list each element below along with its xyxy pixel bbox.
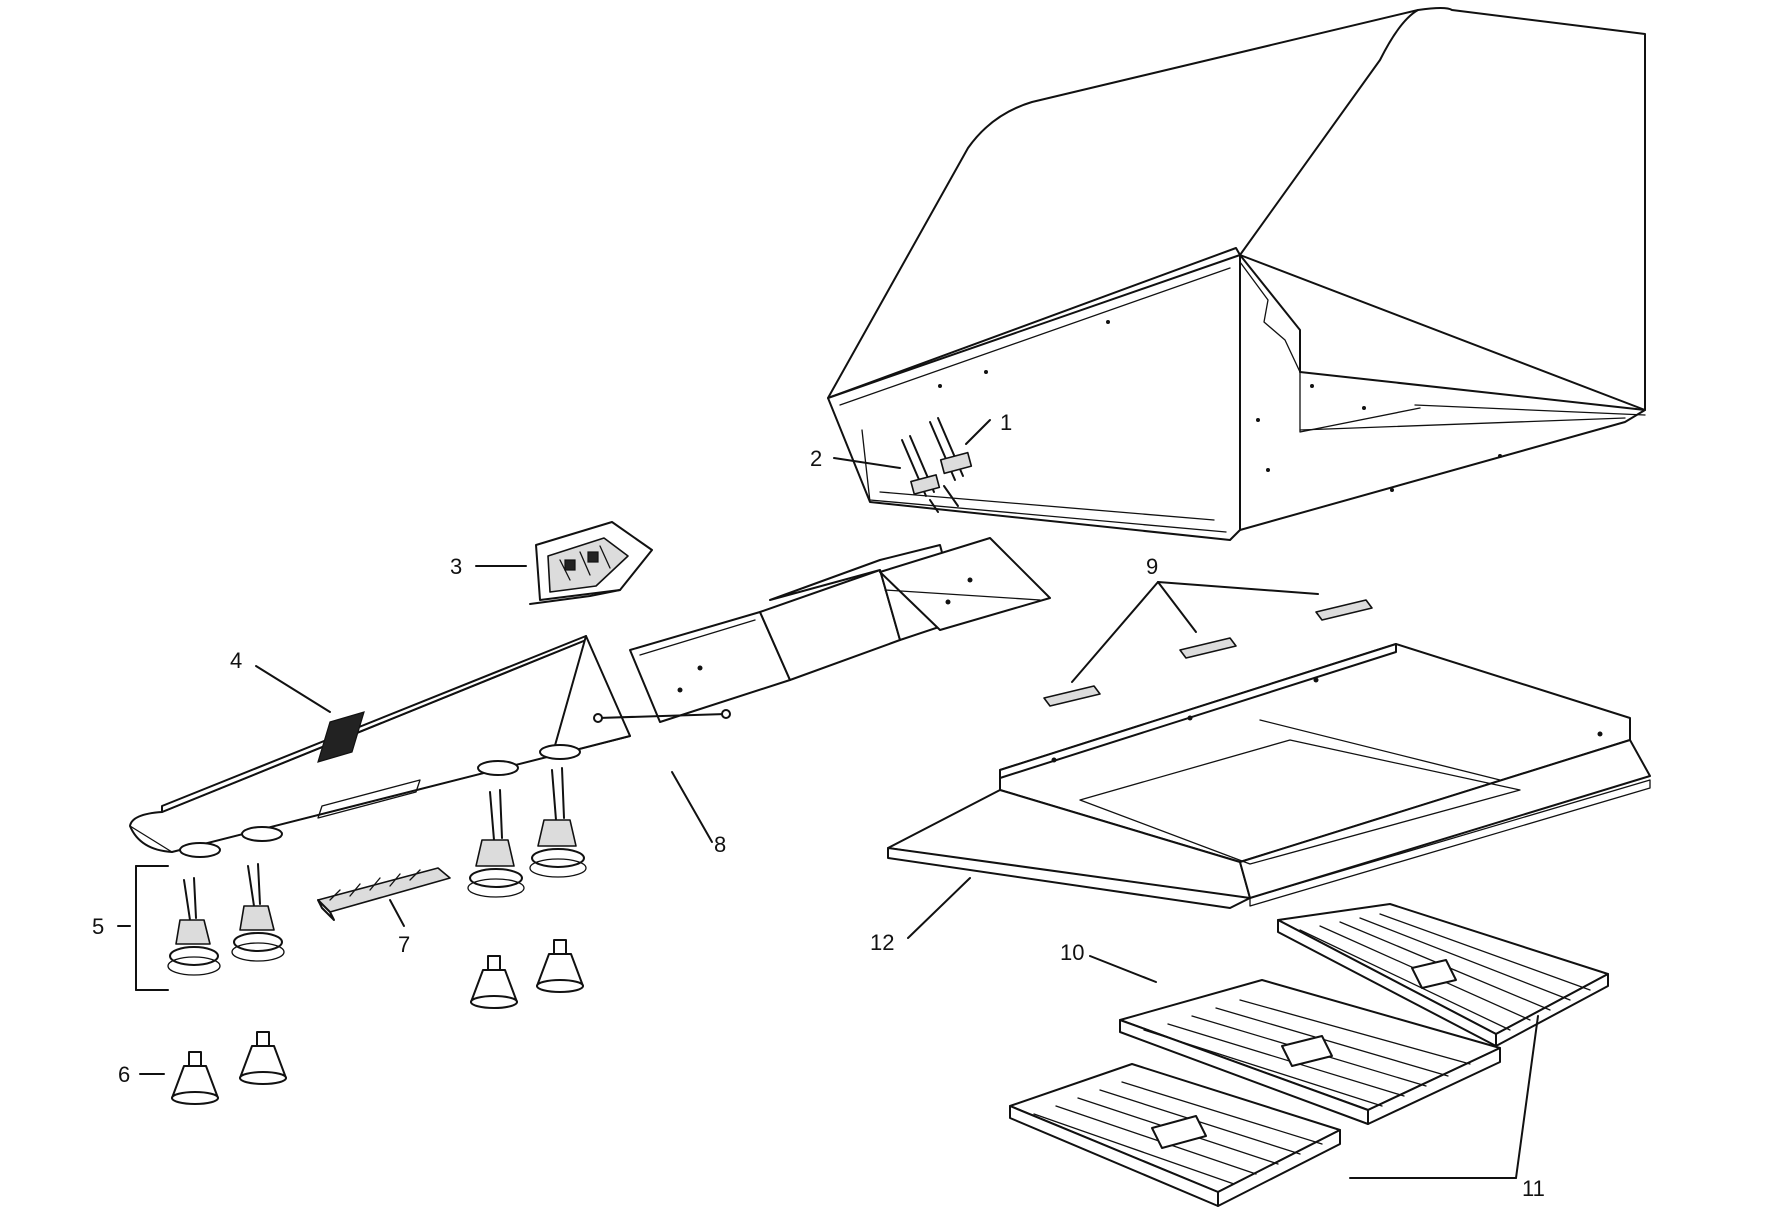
part-6-halogen-bulb [171,939,584,1105]
lamp-socket [529,767,587,878]
lamp-socket [231,863,285,962]
part-4-front-light-channel [129,635,631,858]
callout-12: 12 [870,930,894,955]
baffle-filter [1277,903,1609,1047]
callout-11: 11 [1522,1176,1545,1201]
part-8-rod [593,709,731,723]
callout-8: 8 [714,832,726,857]
part-10-baffle-filter [1009,903,1609,1207]
bulb [470,955,518,1009]
callout-5: 5 [92,914,104,939]
part-7-terminal-block [317,867,451,921]
bulb [239,1031,287,1085]
callout-1: 1 [1000,410,1012,435]
part-1-cable-connector [929,417,973,507]
callout-numbers: 1 2 3 4 5 6 7 8 9 10 11 12 [92,410,1545,1201]
blower-housing [629,537,1051,723]
part-5-lamp-socket [167,767,587,976]
bulb [171,1051,219,1105]
callout-3: 3 [450,554,462,579]
leader-lines [117,419,1539,1179]
part-12-bottom-liner [887,643,1651,909]
baffle-filter [1009,1063,1341,1207]
callout-10: 10 [1060,940,1084,965]
part-2-cable-connector [901,435,941,513]
callout-6: 6 [118,1062,130,1087]
lamp-socket [467,789,525,898]
callout-4: 4 [230,648,242,673]
callout-9: 9 [1146,554,1158,579]
callout-7: 7 [398,932,410,957]
bulb [536,939,584,993]
hood-shell [827,7,1646,541]
part-9-filter-clip [1043,599,1373,707]
baffle-filter [1119,979,1501,1125]
part-3-control-switch [529,521,653,605]
callout-2: 2 [810,446,822,471]
lamp-socket [167,877,221,976]
